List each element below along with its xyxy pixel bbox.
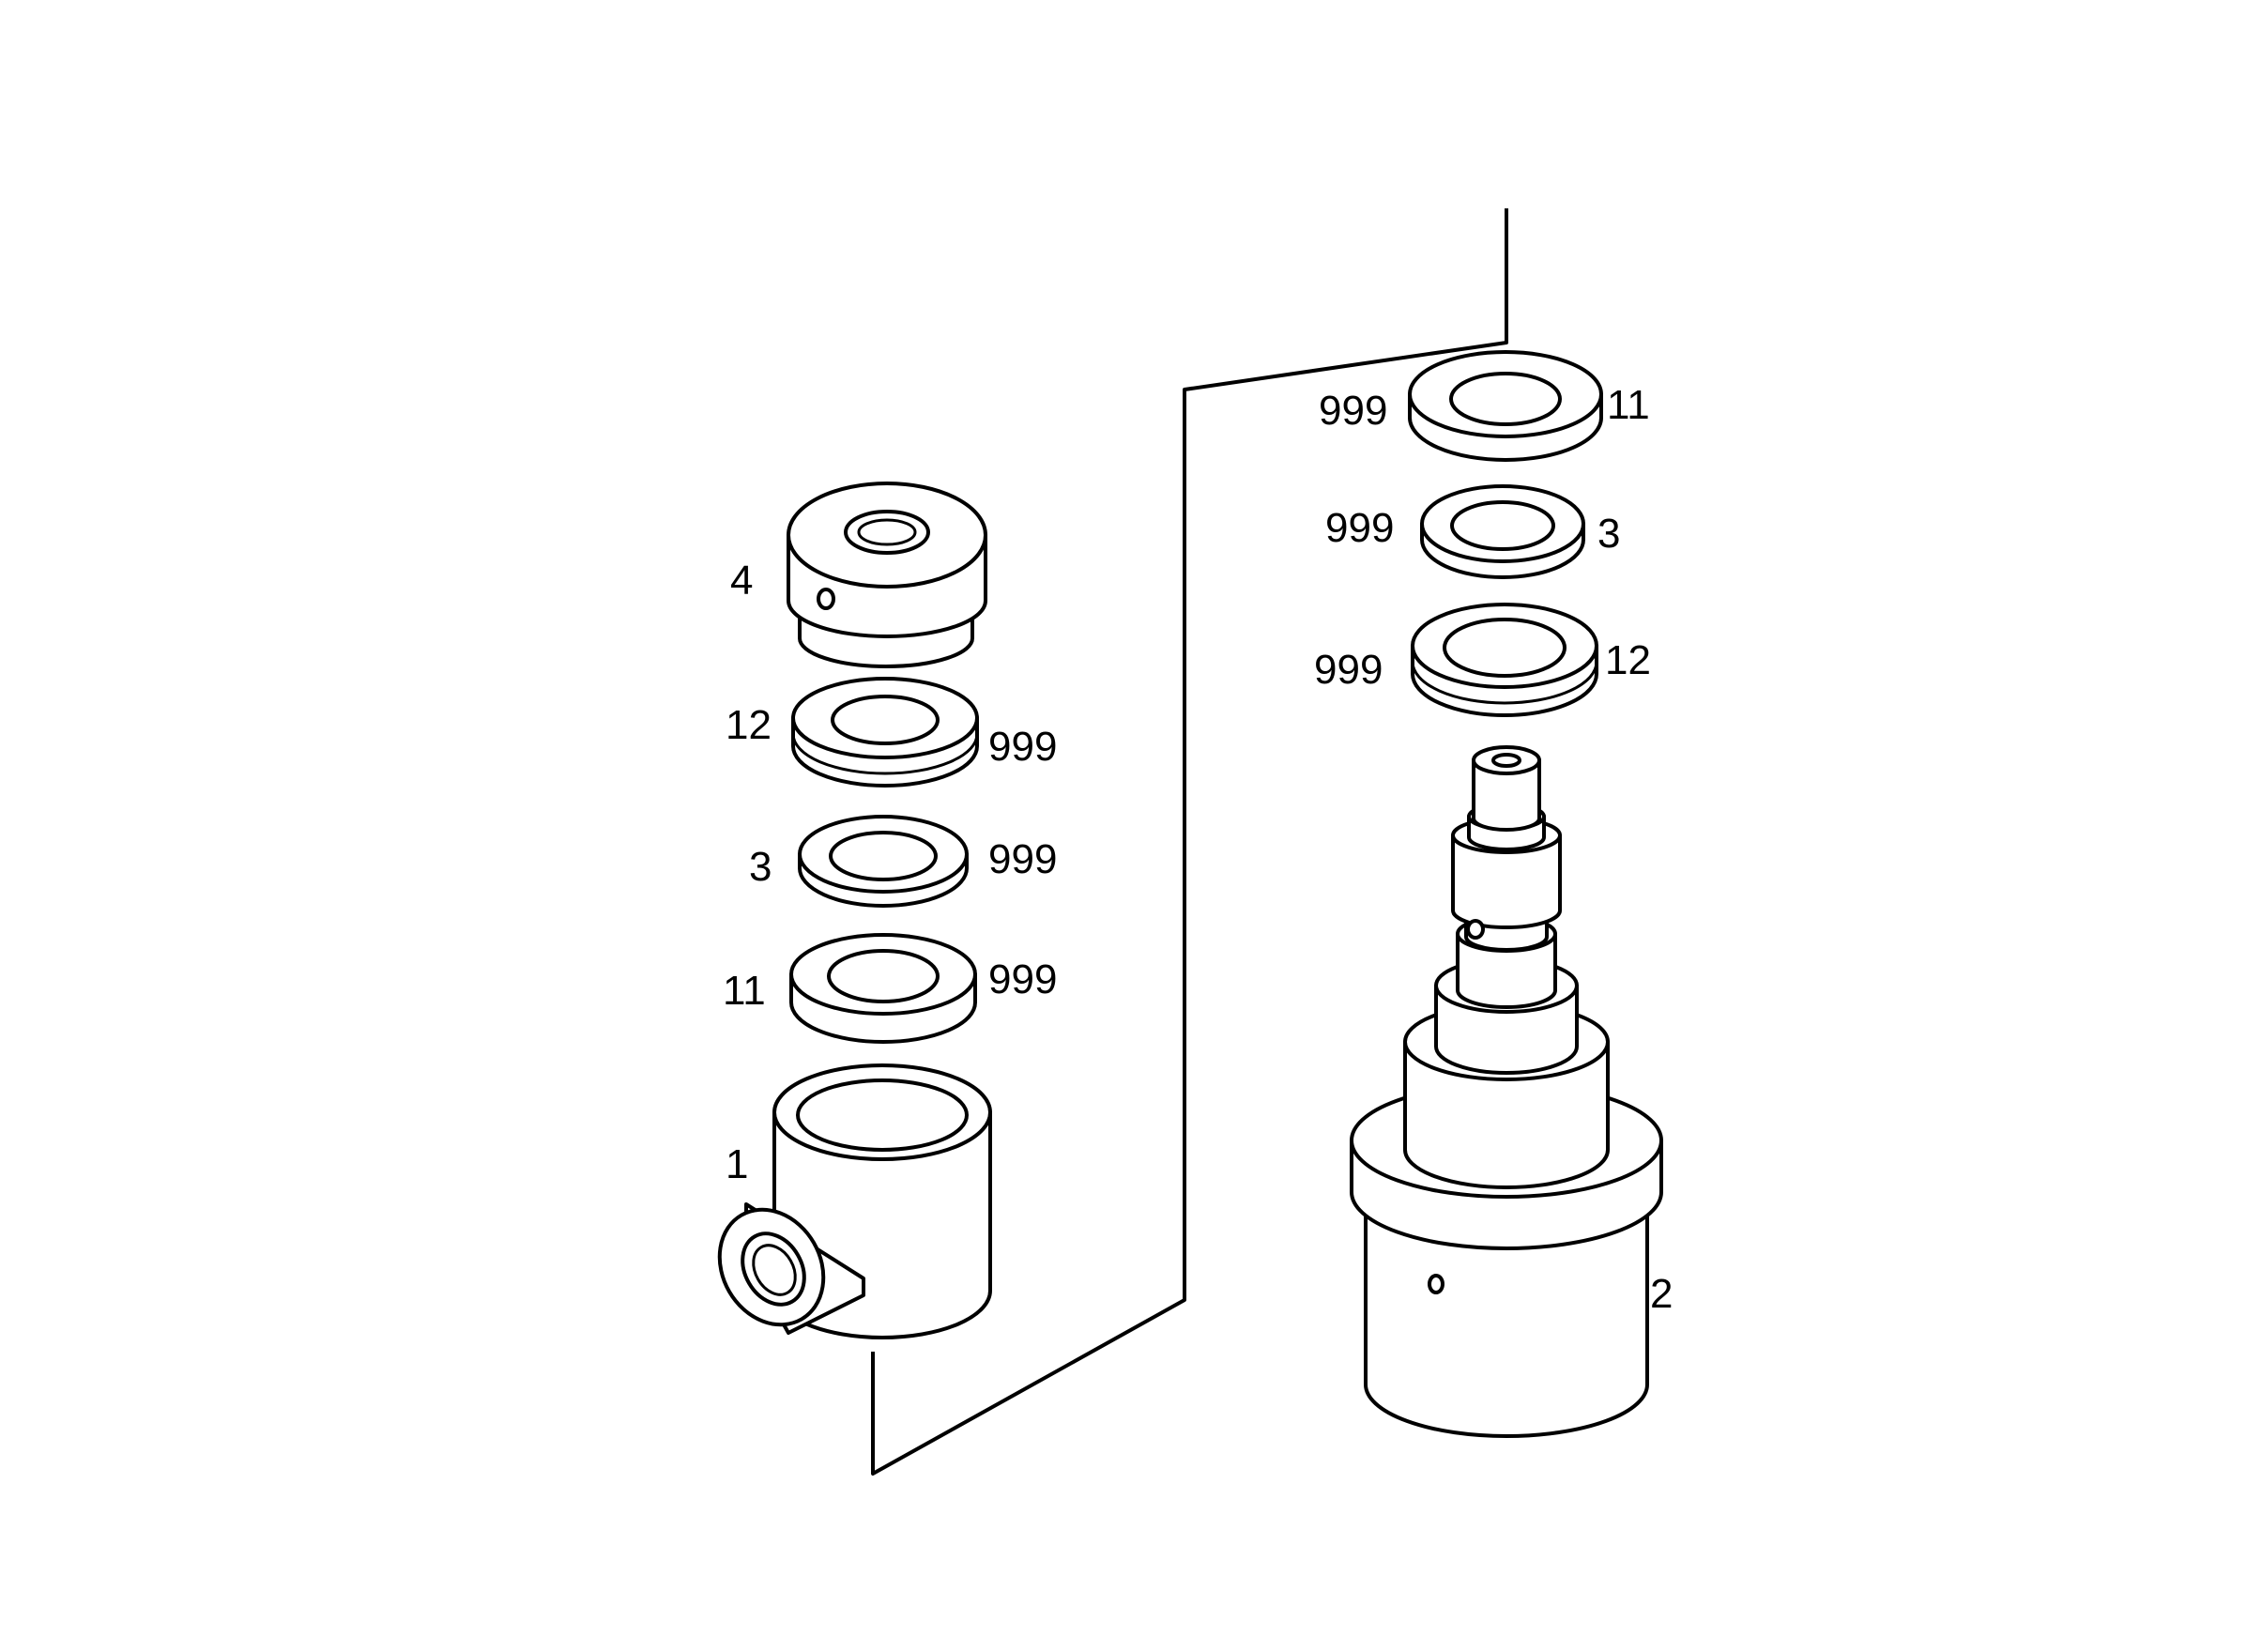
callout-1: 1 (726, 1141, 748, 1187)
callout-999-left-3: 999 (988, 836, 1057, 882)
part-11-ring-left (789, 933, 977, 1044)
callout-999-right-11: 999 (1319, 388, 1387, 434)
callout-3-right: 3 (1597, 511, 1620, 557)
callout-12-right: 12 (1605, 637, 1651, 683)
callout-999-right-3: 999 (1325, 505, 1394, 551)
part-12-ring-left (791, 677, 979, 788)
callout-2: 2 (1650, 1271, 1673, 1317)
callout-3-left: 3 (749, 844, 772, 890)
part-2-spool (1350, 745, 1663, 1438)
callout-999-right-12: 999 (1314, 647, 1383, 693)
part-11-ring-right (1408, 350, 1603, 462)
part-3-washer-left (798, 815, 969, 908)
callout-12-left: 12 (726, 702, 772, 748)
callout-999-left-11: 999 (988, 956, 1057, 1002)
callout-4: 4 (730, 558, 753, 604)
part-3-washer-right (1420, 484, 1585, 579)
part-1-housing (717, 1063, 992, 1339)
callout-11-right: 11 (1607, 382, 1650, 428)
callout-999-left-12: 999 (988, 724, 1057, 770)
part-4-cap (787, 482, 987, 668)
callout-11-left: 11 (723, 968, 766, 1014)
part-12-ring-right (1411, 603, 1598, 717)
assembly-line (871, 208, 1508, 1476)
